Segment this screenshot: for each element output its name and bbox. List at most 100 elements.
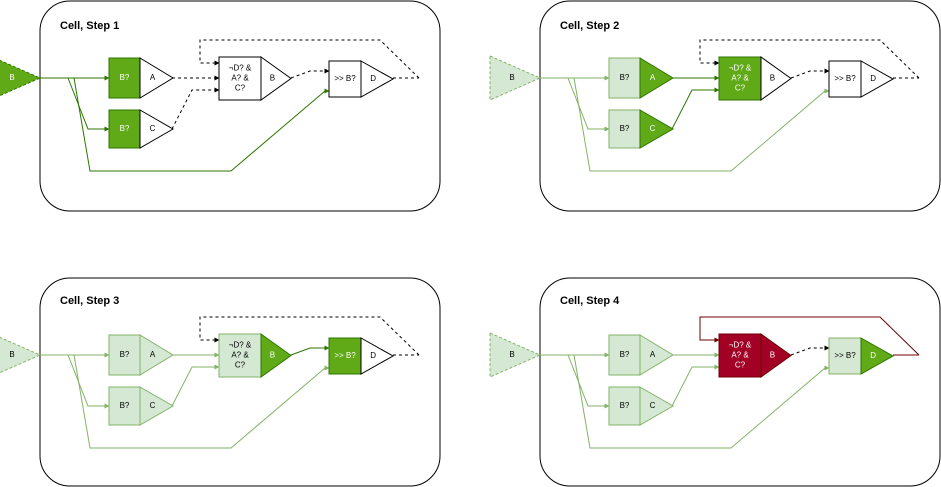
wires <box>38 316 420 449</box>
gate-b-to-a: B? A <box>108 334 174 376</box>
gate-test-box <box>328 337 362 375</box>
gate-test-box <box>828 337 862 375</box>
gate-test-label: A? & <box>231 74 249 83</box>
gate-output-triangle <box>760 333 792 378</box>
gate-test-label: C? <box>735 84 746 93</box>
gate-output-label: B <box>270 74 275 83</box>
wire-c-to-and <box>171 364 220 407</box>
wire-feedback <box>199 316 420 356</box>
gate-test-label: B? <box>120 124 130 133</box>
gate-output-triangle <box>360 337 395 375</box>
gate-test-label: C? <box>235 361 246 370</box>
gate-test-label: B? <box>120 401 130 410</box>
gate-output-triangle <box>860 60 895 98</box>
input-node: B <box>489 332 542 378</box>
gate-and: ¬D? &A? &C? B <box>718 333 792 378</box>
input-label: B <box>509 350 514 359</box>
wire-and-to-seq <box>790 68 830 79</box>
gate-test-label: C? <box>735 361 746 370</box>
gate-and: ¬D? &A? &C?B <box>218 56 292 101</box>
gate-output-triangle <box>639 57 674 99</box>
gate-output-label: A <box>150 350 156 359</box>
panel-frame <box>39 277 441 487</box>
gate-sequence: >> B? D <box>828 60 895 98</box>
gate-b-to-a: B? A <box>108 57 174 99</box>
panel-step-1: Cell, Step 1 B B? A B? C ¬D? &A? &C?B >> B? D <box>0 0 441 212</box>
panel-title: Cell, Step 3 <box>60 295 119 307</box>
wire-input-to-seq <box>73 354 330 449</box>
wire-and-to-seq <box>290 345 330 356</box>
gate-test-box <box>608 57 641 99</box>
wire-feedback <box>199 39 420 79</box>
gate-test-label: A? & <box>231 351 249 360</box>
gate-test-label: ¬D? & <box>229 64 252 73</box>
gate-test-box <box>108 334 141 376</box>
gate-test-label: A? & <box>731 351 749 360</box>
gate-output-triangle <box>639 109 675 149</box>
gate-test-box <box>718 333 762 378</box>
gate-output-triangle <box>760 56 792 101</box>
gate-test-box <box>828 60 862 98</box>
gate-test-box <box>608 334 641 376</box>
gate-output-label: A <box>650 73 656 82</box>
input-node: B <box>0 336 42 374</box>
gate-test-label: B? <box>620 124 630 133</box>
input-label: B <box>9 73 14 82</box>
gate-b-to-c: B?C <box>608 386 675 426</box>
gate-test-label: B? <box>620 73 630 82</box>
gate-test-label: ¬D? & <box>229 341 252 350</box>
gate-b-to-a: B?A <box>608 334 674 376</box>
gate-output-label: B <box>770 74 775 83</box>
gate-test-label: ¬D? & <box>729 341 752 350</box>
gate-test-box <box>108 109 141 149</box>
gate-output-label: D <box>370 351 376 360</box>
gate-output-triangle <box>639 334 674 376</box>
input-node: B <box>489 55 542 101</box>
gate-test-label: >> B? <box>834 351 856 360</box>
gate-output-triangle <box>260 333 292 378</box>
gate-b-to-c: B?C <box>608 109 675 149</box>
gate-test-label: >> B? <box>334 74 356 83</box>
gate-output-triangle <box>139 57 174 99</box>
gate-output-label: A <box>650 350 656 359</box>
gate-output-label: D <box>870 74 876 83</box>
input-label: B <box>9 350 14 359</box>
gate-test-box <box>608 109 641 149</box>
wire-c-to-and <box>171 87 220 130</box>
gate-test-label: >> B? <box>834 74 856 83</box>
wires <box>38 39 420 172</box>
gate-output-triangle <box>139 386 175 426</box>
wire-input-to-gate-c <box>567 354 610 409</box>
wire-input-to-seq <box>573 77 830 172</box>
gate-output-triangle <box>860 337 895 375</box>
gate-test-label: A? & <box>731 74 749 83</box>
wires <box>538 316 920 449</box>
wire-input-to-gate-c <box>67 354 110 409</box>
gate-and: ¬D? &A? &C?B <box>718 56 792 101</box>
panel-frame <box>39 0 441 212</box>
input-triangle <box>0 336 42 374</box>
gate-output-triangle <box>139 334 174 376</box>
gate-output-label: C <box>150 124 156 133</box>
gate-test-label: >> B? <box>334 351 356 360</box>
panel-title: Cell, Step 1 <box>60 20 119 32</box>
gate-output-label: A <box>150 73 156 82</box>
gate-test-label: B? <box>120 73 130 82</box>
gate-output-label: D <box>370 74 376 83</box>
gate-output-label: B <box>770 351 775 360</box>
wire-and-to-seq <box>290 68 330 79</box>
gate-test-label: B? <box>120 350 130 359</box>
panel-frame <box>539 277 941 487</box>
wire-c-to-and <box>671 364 720 407</box>
gate-output-label: C <box>150 401 156 410</box>
wire-input-to-seq <box>573 354 830 449</box>
input-node: B <box>0 59 42 97</box>
gate-output-triangle <box>639 386 675 426</box>
nodes: B B? A B? C ¬D? &A? &C?B >> B? D <box>0 56 395 149</box>
gate-output-triangle <box>139 109 175 149</box>
